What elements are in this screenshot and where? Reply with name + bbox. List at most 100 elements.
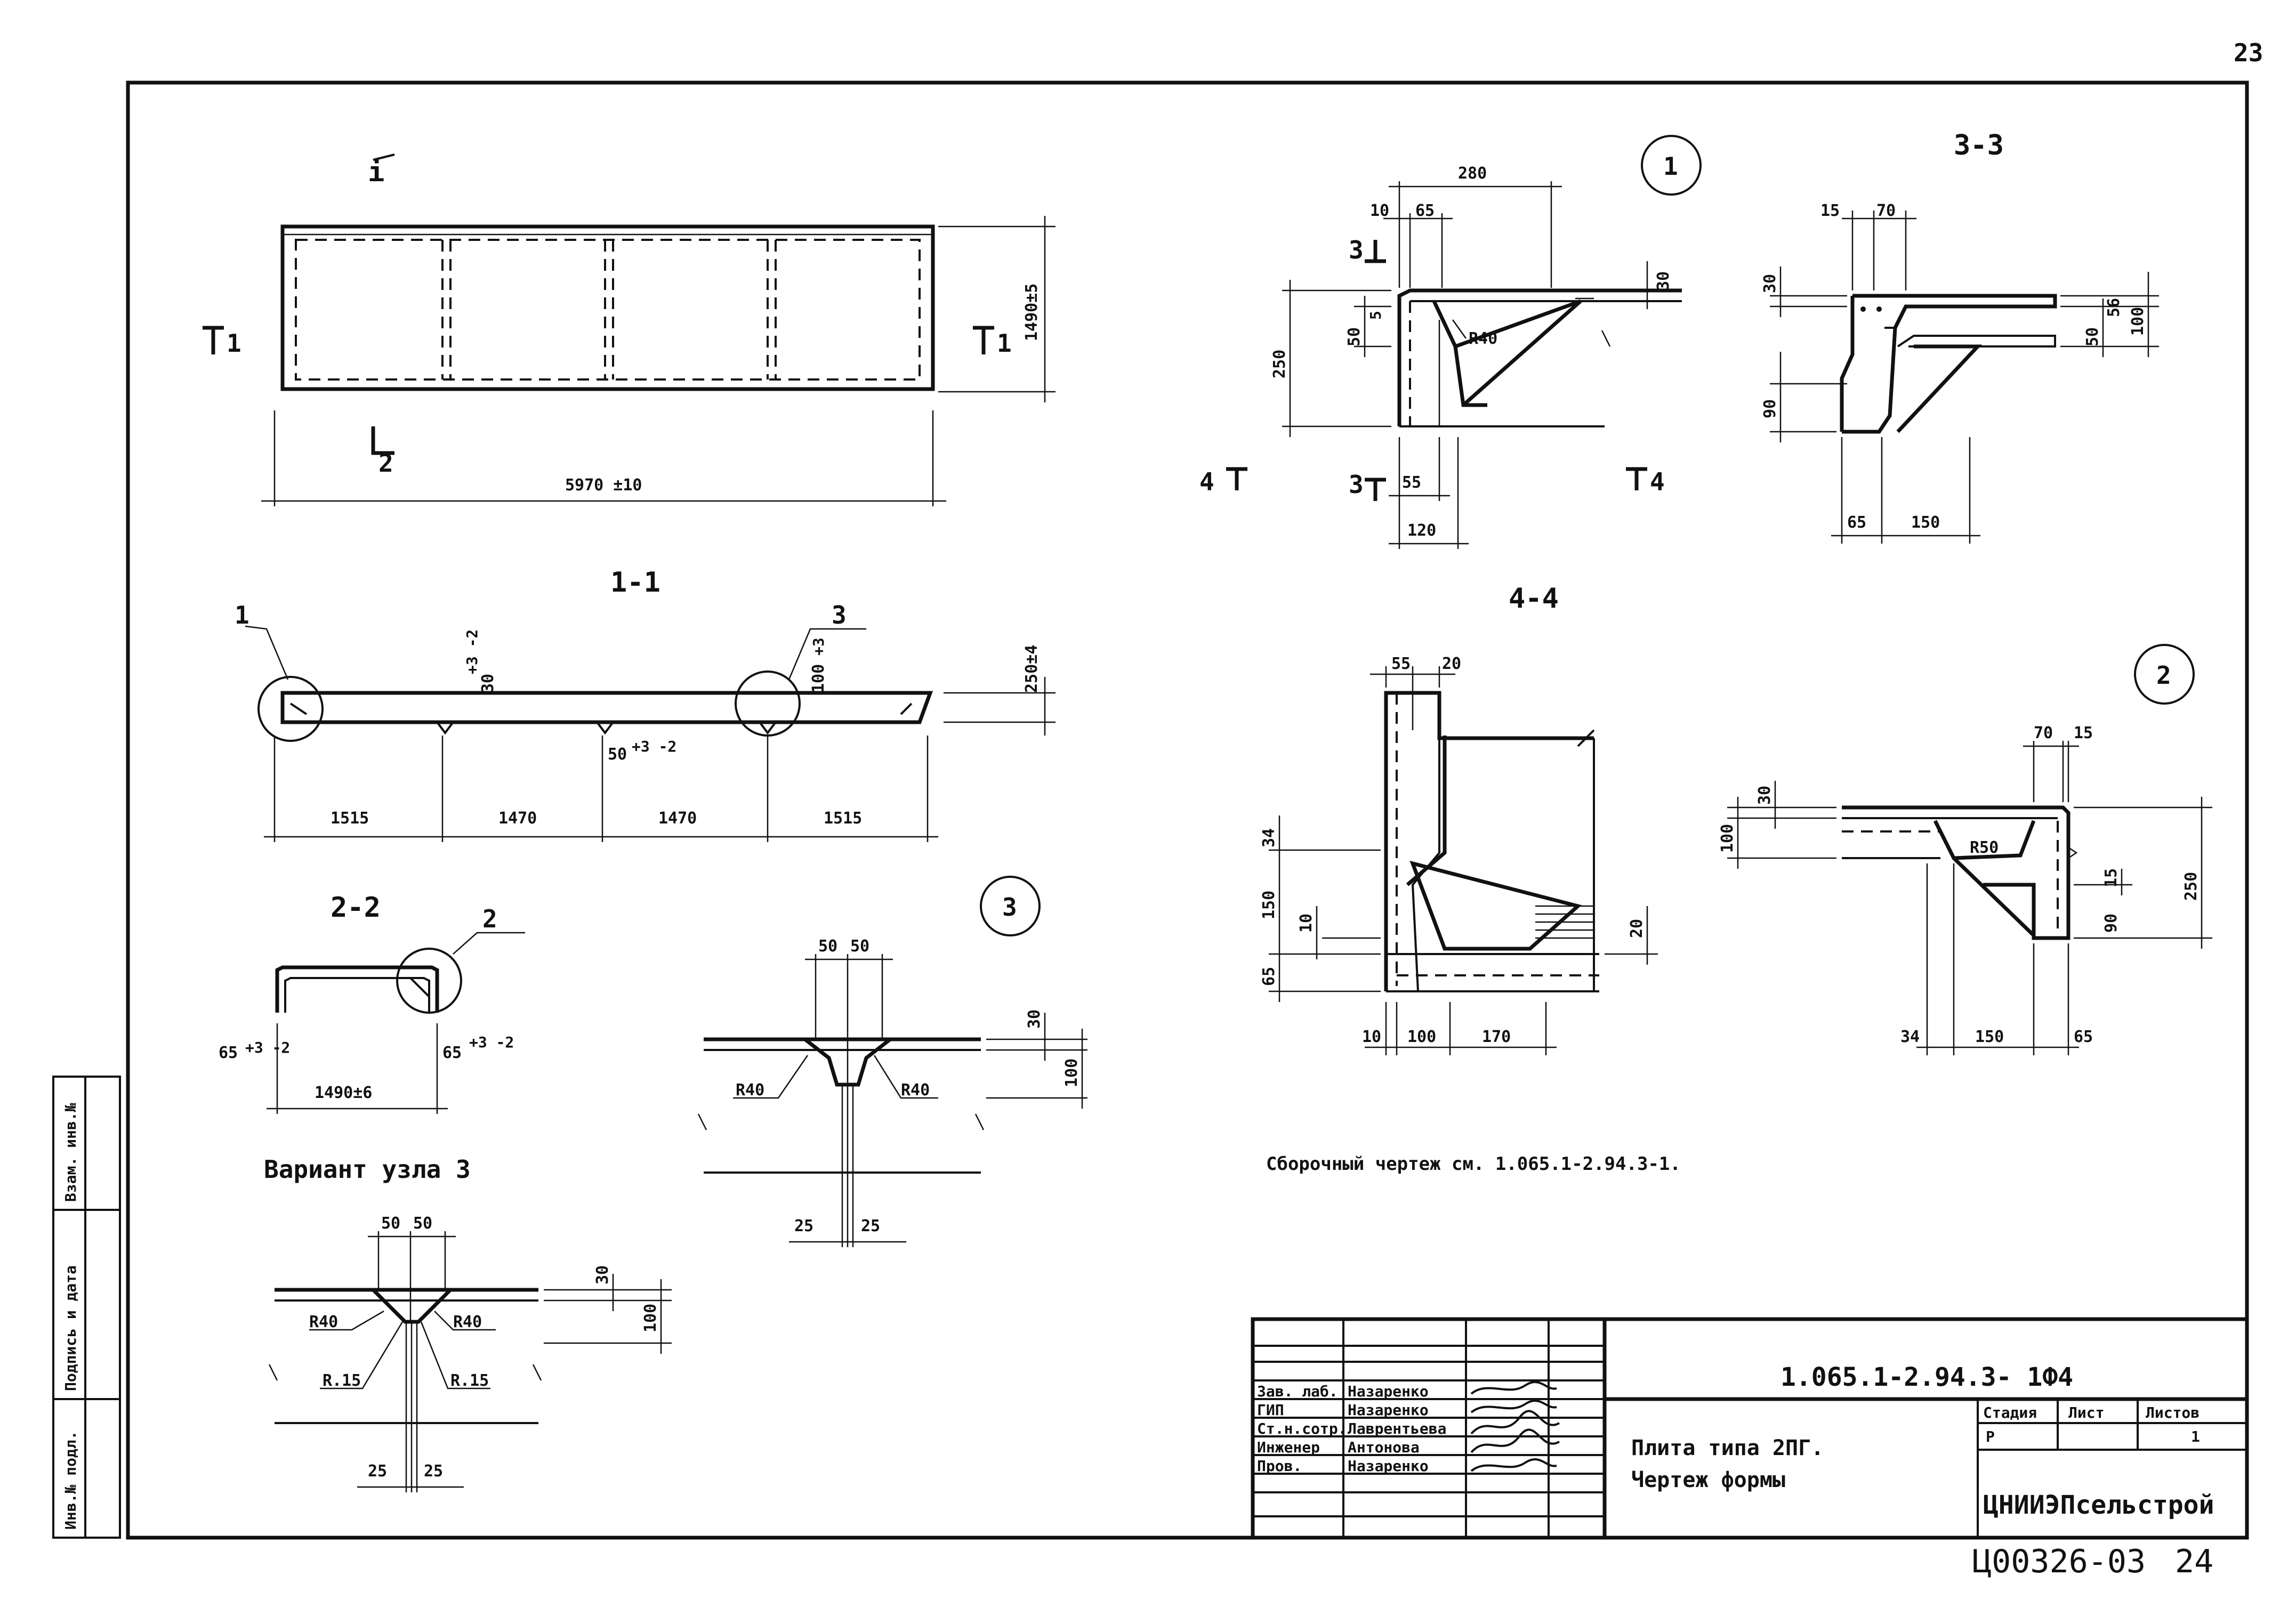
tb-stage-header: Стадия (1983, 1404, 2037, 1421)
node-1-cut-4-left: 4 (1199, 467, 1214, 496)
tb-role-4: Инженер (1257, 1439, 1320, 1456)
plan-view: i 1 1 2 5970 ±10 1490±5 (203, 153, 1056, 506)
section-3-3-dim-30: 30 (1761, 274, 1779, 293)
section-4-4-dim-100: 100 (1407, 1028, 1436, 1046)
variant-dim-25a: 25 (368, 1462, 387, 1481)
tb-name-2: Назаренко (1348, 1401, 1429, 1419)
section-1-1: 1-1 1 3 30 +3 -2 50 +3 -2 100 +3 250±4 1… (235, 567, 1056, 842)
callout-1: 1 (235, 601, 249, 629)
node-1-dim-55: 55 (1402, 473, 1421, 492)
section-1-1-height: 250±4 (1022, 645, 1041, 693)
tb-name-5: Назаренко (1348, 1457, 1429, 1475)
section-3-3-dim-100: 100 (2129, 307, 2147, 336)
section-2-2-dim-left-tol: +3 -2 (245, 1039, 290, 1056)
plan-cut-1-left: 1 (227, 329, 241, 358)
tb-name-3: Лаврентьева (1348, 1420, 1446, 1437)
node-3-r40-left: R40 (736, 1081, 764, 1100)
section-3-3-dim-15: 15 (1820, 201, 1840, 220)
plan-cut-1-right: 1 (997, 329, 1012, 358)
tb-description-1: Плита типа 2ПГ. (1631, 1436, 1824, 1460)
variant-r15-left: R.15 (323, 1371, 361, 1390)
section-4-4-dim-170: 170 (1482, 1028, 1511, 1046)
section-3-3-dim-50: 50 (2083, 327, 2102, 346)
node-2: 2 R50 70 15 30 100 15 90 250 34 (1718, 644, 2212, 1055)
variant-dim-30: 30 (593, 1265, 612, 1284)
node-1-dim-5: 5 (1367, 311, 1384, 320)
section-2-2-width: 1490±6 (315, 1084, 372, 1102)
section-1-1-dim-100: 100 (809, 664, 828, 693)
node-1-radius: R40 (1469, 329, 1497, 348)
title-block: Зав. лаб. Назаренко ГИП Назаренко Ст.н.с… (1251, 1317, 2249, 1540)
variant-r40-left: R40 (309, 1313, 338, 1331)
tb-role-1: Зав. лаб. (1257, 1383, 1338, 1400)
node-2-dim-65: 65 (2074, 1028, 2093, 1046)
section-1-1-dim-30: 30 (479, 674, 497, 693)
tb-role-3: Ст.н.сотр. (1257, 1420, 1347, 1437)
node-1-cut-3-bottom: 3 (1349, 470, 1364, 499)
tb-role-2: ГИП (1257, 1401, 1284, 1419)
tb-stage-value: Р (1986, 1428, 1995, 1445)
stamp-vzam-inv: Взам. инв.№ (62, 1103, 79, 1202)
node-3-marker (980, 876, 1041, 936)
section-4-4-dim-10: 10 (1297, 914, 1316, 933)
page-number: 23 (2234, 38, 2263, 67)
section-1-1-span-3: 1470 (658, 809, 697, 828)
node-3-dim-50a: 50 (818, 937, 837, 956)
tb-doc-code: 1.065.1-2.94.3- 1Ф4 (1781, 1362, 2073, 1392)
variant-r40-right: R40 (453, 1313, 482, 1331)
node-1-dim-50: 50 (1345, 327, 1364, 346)
section-4-4-dim-55: 55 (1391, 655, 1411, 673)
section-1-1-dim-100-tol: +3 (810, 637, 827, 656)
node-1-marker (1641, 135, 1702, 196)
callout-3: 3 (832, 601, 847, 629)
node-3-dim-25a: 25 (794, 1217, 813, 1235)
node-3-dim-50b: 50 (850, 937, 869, 956)
section-1-1-dim-50-tol: +3 -2 (632, 738, 676, 755)
node-3-dim-100: 100 (1062, 1059, 1081, 1087)
section-1-1-span-1: 1515 (331, 809, 369, 828)
tb-sheets-value: 1 (2191, 1428, 2200, 1445)
node-2-dim-15: 15 (2074, 724, 2093, 742)
section-4-4-title: 4-4 (1509, 583, 1559, 615)
variant-dim-100: 100 (641, 1304, 660, 1332)
section-2-2-dim-right: 65 (442, 1044, 462, 1062)
section-3-3-dim-90: 90 (1761, 399, 1779, 418)
section-3-3-dim-150: 150 (1911, 513, 1940, 532)
section-1-1-dim-50: 50 (608, 745, 627, 764)
node-1-dim-65: 65 (1415, 201, 1435, 220)
section-1-1-span-2: 1470 (498, 809, 537, 828)
section-2-2: 2-2 2 65 +3 -2 65 +3 -2 1490±6 (219, 892, 525, 1114)
variant-dim-25b: 25 (424, 1462, 443, 1481)
section-4-4: 4-4 55 20 34 150 10 65 20 10 (1260, 583, 1658, 1055)
node-3-dim-30: 30 (1025, 1009, 1044, 1029)
node-1-dim-30: 30 (1654, 271, 1673, 290)
section-2-2-title: 2-2 (331, 892, 381, 924)
node-2-dim-90: 90 (2102, 914, 2121, 933)
node-3: 3 50 50 30 100 R40 R40 25 25 (697, 876, 1087, 1247)
plan-overall-width: 1490±5 (1022, 284, 1041, 341)
section-4-4-dim-65: 65 (1260, 967, 1278, 986)
node-1-dim-250: 250 (1270, 350, 1289, 378)
section-4-4-dim-150: 150 (1260, 891, 1278, 919)
section-1-1-title: 1-1 (610, 567, 660, 599)
node-2-dim-150: 150 (1975, 1028, 2004, 1046)
node-3-marker-label: 3 (1002, 893, 1017, 922)
plan-cut-2: 2 (378, 449, 393, 478)
section-3-3-dim-65: 65 (1847, 513, 1866, 532)
assembly-note: Сборочный чертеж см. 1.065.1-2.94.3-1. (1266, 1153, 1681, 1175)
node-2-dim-15b: 15 (2102, 868, 2121, 887)
plan-overall-length: 5970 ±10 (565, 476, 642, 495)
variant-title: Вариант узла 3 (264, 1155, 471, 1184)
plan-arrow-label: i (368, 156, 384, 188)
node-2-dim-250: 250 (2182, 872, 2201, 901)
tb-description-2: Чертеж формы (1631, 1468, 1785, 1492)
node-2-marker-label: 2 (2156, 661, 2171, 690)
tb-sheet-header: Лист (2068, 1404, 2104, 1421)
section-3-3-dim-56: 56 (2105, 298, 2123, 317)
node-1-dim-120: 120 (1407, 521, 1436, 540)
node-3-r40-right: R40 (901, 1081, 930, 1100)
variant-node-3: Вариант узла 3 50 50 30 100 R40 R40 R.15… (264, 1155, 672, 1492)
node-3-dim-25b: 25 (861, 1217, 880, 1235)
tb-name-4: Антонова (1348, 1439, 1420, 1456)
